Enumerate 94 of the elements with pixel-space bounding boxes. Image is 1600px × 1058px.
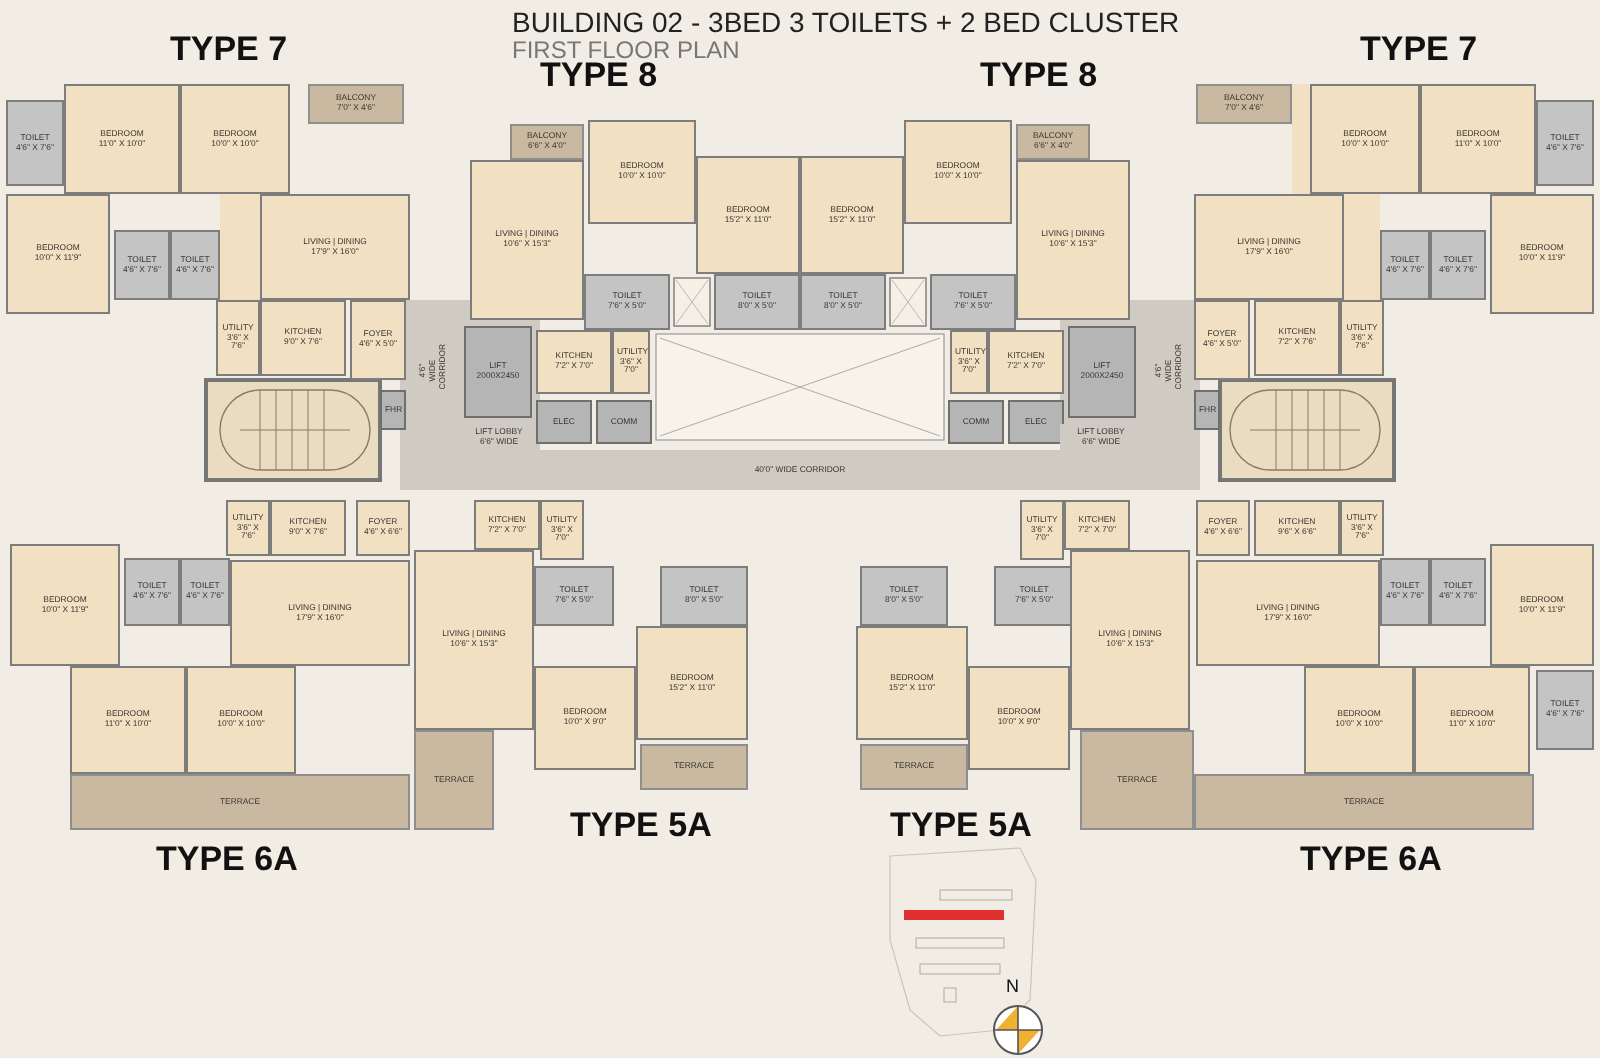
toilet-area bbox=[1380, 558, 1430, 626]
room-area bbox=[216, 300, 260, 376]
service-room bbox=[1008, 400, 1064, 444]
service-room bbox=[1068, 326, 1136, 418]
service-room bbox=[380, 390, 406, 430]
room-area bbox=[270, 500, 346, 556]
room-area bbox=[1340, 300, 1384, 376]
outdoor-area bbox=[1016, 124, 1090, 160]
room-area bbox=[1340, 500, 1384, 556]
toilet-area bbox=[534, 566, 614, 626]
room-area bbox=[470, 160, 584, 320]
room-area bbox=[1304, 666, 1414, 774]
toilet-area bbox=[114, 230, 170, 300]
room-area bbox=[588, 120, 696, 224]
room-area bbox=[230, 560, 410, 666]
unit-type-label: TYPE 6A bbox=[156, 840, 298, 880]
room-area bbox=[540, 500, 584, 560]
room-area bbox=[356, 500, 410, 556]
outdoor-area bbox=[1194, 774, 1534, 830]
room-area bbox=[1070, 550, 1190, 730]
outdoor-area bbox=[860, 744, 968, 790]
room-area bbox=[180, 84, 290, 194]
toilet-area bbox=[714, 274, 800, 330]
room-area bbox=[1064, 500, 1130, 550]
toilet-area bbox=[860, 566, 948, 626]
toilet-area bbox=[584, 274, 670, 330]
toilet-area bbox=[800, 274, 886, 330]
toilet-area bbox=[124, 558, 180, 626]
room-area bbox=[1194, 194, 1344, 300]
room-area bbox=[1254, 500, 1340, 556]
toilet-area bbox=[1430, 230, 1486, 300]
outdoor-area bbox=[308, 84, 404, 124]
toilet-area bbox=[1380, 230, 1430, 300]
toilet-area bbox=[994, 566, 1074, 626]
toilet-area bbox=[1430, 558, 1486, 626]
unit-type-label: TYPE 6A bbox=[1300, 840, 1442, 880]
room-area bbox=[988, 330, 1064, 394]
room-area bbox=[474, 500, 540, 550]
service-room bbox=[596, 400, 652, 444]
outdoor-area bbox=[1080, 730, 1194, 830]
toilet-area bbox=[1536, 670, 1594, 750]
room-area bbox=[64, 84, 180, 194]
room-area bbox=[1194, 300, 1250, 380]
room-area bbox=[950, 330, 988, 394]
unit-type-label: TYPE 8 bbox=[980, 56, 1098, 96]
room-area bbox=[186, 666, 296, 774]
room-area bbox=[1196, 500, 1250, 556]
toilet-area bbox=[930, 274, 1016, 330]
unit-type-label: TYPE 7 bbox=[170, 30, 288, 70]
room-area bbox=[612, 330, 650, 394]
outdoor-area bbox=[510, 124, 584, 160]
room-area bbox=[696, 156, 800, 274]
north-label: N bbox=[1006, 976, 1019, 996]
room-area bbox=[1420, 84, 1536, 194]
outdoor-area bbox=[640, 744, 748, 790]
room-area bbox=[536, 330, 612, 394]
service-room bbox=[536, 400, 592, 444]
room-area bbox=[1490, 544, 1594, 666]
room-area bbox=[1414, 666, 1530, 774]
room-area bbox=[968, 666, 1070, 770]
toilet-area bbox=[1536, 100, 1594, 186]
room-area bbox=[904, 120, 1012, 224]
room-area bbox=[350, 300, 406, 380]
diagram-title: BUILDING 02 - 3BED 3 TOILETS + 2 BED CLUSTER bbox=[512, 6, 1180, 38]
room-area bbox=[10, 544, 120, 666]
room-area bbox=[6, 194, 110, 314]
service-room bbox=[464, 326, 532, 418]
room-area bbox=[800, 156, 904, 274]
room-area bbox=[534, 666, 636, 770]
outdoor-area bbox=[1196, 84, 1292, 124]
service-room bbox=[1194, 390, 1220, 430]
room-area bbox=[856, 626, 968, 740]
room-area bbox=[1254, 300, 1340, 376]
unit-type-label: TYPE 7 bbox=[1360, 30, 1478, 70]
room-area bbox=[226, 500, 270, 556]
outdoor-area bbox=[414, 730, 494, 830]
room-area bbox=[1310, 84, 1420, 194]
unit-type-label: TYPE 5A bbox=[570, 806, 712, 846]
room-area bbox=[636, 626, 748, 740]
room-area bbox=[260, 194, 410, 300]
toilet-area bbox=[180, 558, 230, 626]
room-area bbox=[70, 666, 186, 774]
toilet-area bbox=[660, 566, 748, 626]
room-area bbox=[1196, 560, 1380, 666]
room-area bbox=[1016, 160, 1130, 320]
unit-type-label: TYPE 5A bbox=[890, 806, 1032, 846]
toilet-area bbox=[6, 100, 64, 186]
room-area bbox=[414, 550, 534, 730]
service-room bbox=[948, 400, 1004, 444]
room-area bbox=[1020, 500, 1064, 560]
room-area bbox=[1490, 194, 1594, 314]
outdoor-area bbox=[70, 774, 410, 830]
toilet-area bbox=[170, 230, 220, 300]
room-area bbox=[260, 300, 346, 376]
